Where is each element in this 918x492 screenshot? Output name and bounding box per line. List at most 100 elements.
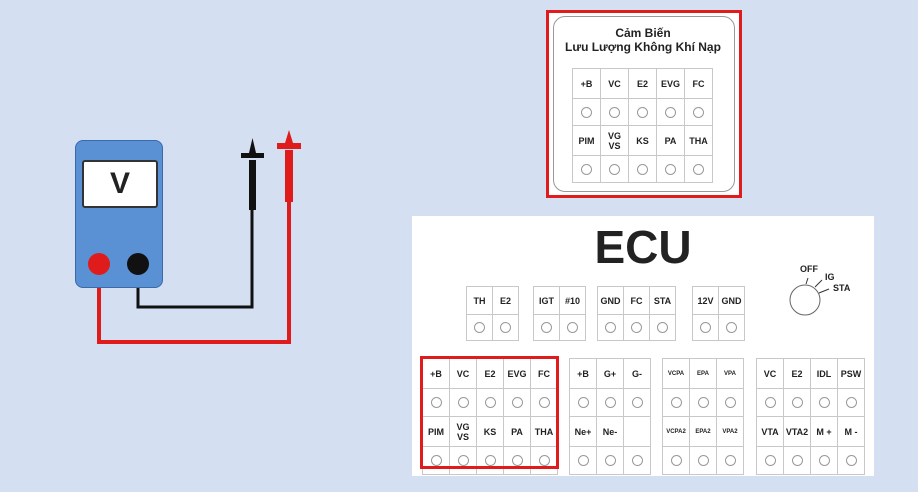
pin-cell [597, 447, 624, 475]
pin-terminal[interactable] [581, 163, 592, 175]
pin-cell [657, 156, 685, 183]
pin-label: GND [598, 287, 624, 315]
pin-terminal[interactable] [791, 397, 803, 408]
pin-terminal[interactable] [484, 397, 496, 408]
pin-label: Ne+ [570, 417, 597, 447]
pin-label: M - [838, 417, 865, 447]
pin-terminal[interactable] [609, 163, 620, 175]
pin-cell [573, 99, 601, 126]
pin-label: +B [423, 359, 450, 389]
black-wire [136, 210, 254, 309]
pin-terminal[interactable] [538, 397, 550, 408]
pin-cell [757, 389, 784, 417]
black-jack[interactable] [127, 253, 149, 275]
pin-label: STA [650, 287, 676, 315]
pin-terminal[interactable] [665, 163, 676, 175]
pin-terminal[interactable] [631, 455, 643, 466]
pin-cell [685, 156, 713, 183]
pin-cell [570, 389, 597, 417]
pin-label: THA [685, 126, 713, 156]
pin-cell [757, 447, 784, 475]
pin-terminal[interactable] [637, 163, 648, 175]
pin-label: PIM [573, 126, 601, 156]
pin-cell [657, 99, 685, 126]
pin-terminal[interactable] [670, 455, 682, 466]
pin-label: PA [504, 417, 531, 447]
pin-terminal[interactable] [581, 106, 592, 118]
black-probe [241, 138, 264, 210]
multimeter-display: V [82, 160, 158, 208]
pin-terminal[interactable] [665, 106, 676, 118]
pin-terminal[interactable] [726, 322, 737, 333]
pin-cell [601, 99, 629, 126]
pin-terminal[interactable] [577, 397, 589, 408]
pin-terminal[interactable] [604, 397, 616, 408]
pin-terminal[interactable] [845, 397, 857, 408]
red-probe [277, 130, 301, 202]
pin-cell [598, 315, 624, 341]
pin-label [624, 417, 651, 447]
pin-terminal[interactable] [605, 322, 616, 333]
pin-terminal[interactable] [764, 455, 776, 466]
pin-label: M + [811, 417, 838, 447]
pin-terminal[interactable] [457, 397, 469, 408]
pin-label: E2 [629, 69, 657, 99]
ignition-knob [789, 284, 821, 316]
pin-terminal[interactable] [631, 397, 643, 408]
pin-terminal[interactable] [538, 455, 550, 466]
pin-terminal[interactable] [693, 106, 704, 118]
ignition-switch[interactable] [780, 260, 860, 320]
pin-terminal[interactable] [500, 322, 511, 333]
pin-terminal[interactable] [474, 322, 485, 333]
pin-terminal[interactable] [697, 397, 709, 408]
pin-terminal[interactable] [818, 397, 830, 408]
pin-terminal[interactable] [637, 106, 648, 118]
pin-terminal[interactable] [430, 455, 442, 466]
pin-terminal[interactable] [567, 322, 578, 333]
pin-terminal[interactable] [657, 322, 668, 333]
pin-terminal[interactable] [609, 106, 620, 118]
pin-terminal[interactable] [697, 455, 709, 466]
pin-terminal[interactable] [700, 322, 711, 333]
pin-label: FC [685, 69, 713, 99]
pin-label: #10 [560, 287, 586, 315]
pin-terminal[interactable] [764, 397, 776, 408]
pin-terminal[interactable] [604, 455, 616, 466]
red-jack[interactable] [88, 253, 110, 275]
pin-label: KS [629, 126, 657, 156]
pin-cell [423, 389, 450, 417]
pin-terminal[interactable] [511, 455, 523, 466]
pin-terminal[interactable] [457, 455, 469, 466]
pin-label: VTA [757, 417, 784, 447]
pin-terminal[interactable] [670, 397, 682, 408]
pin-cell [624, 389, 651, 417]
pin-terminal[interactable] [724, 397, 736, 408]
pin-cell [717, 447, 744, 475]
pin-cell [693, 315, 719, 341]
ignition-sta-label: STA [833, 283, 851, 293]
pin-terminal[interactable] [693, 163, 704, 175]
pin-label: VC [450, 359, 477, 389]
pin-terminal[interactable] [430, 397, 442, 408]
pin-label: G- [624, 359, 651, 389]
pin-terminal[interactable] [845, 455, 857, 466]
pin-terminal[interactable] [818, 455, 830, 466]
pin-terminal[interactable] [724, 455, 736, 466]
pin-terminal[interactable] [631, 322, 642, 333]
pin-terminal[interactable] [484, 455, 496, 466]
pin-cell [450, 389, 477, 417]
pin-cell [467, 315, 493, 341]
pin-cell [560, 315, 586, 341]
red-wire [97, 200, 291, 344]
ignition-ig-label: IG [825, 272, 835, 282]
pin-cell [650, 315, 676, 341]
pin-label: VCPA [663, 359, 690, 389]
pin-terminal[interactable] [577, 455, 589, 466]
pin-label: VG VS [601, 126, 629, 156]
pin-terminal[interactable] [541, 322, 552, 333]
pin-terminal[interactable] [791, 455, 803, 466]
pin-terminal[interactable] [511, 397, 523, 408]
